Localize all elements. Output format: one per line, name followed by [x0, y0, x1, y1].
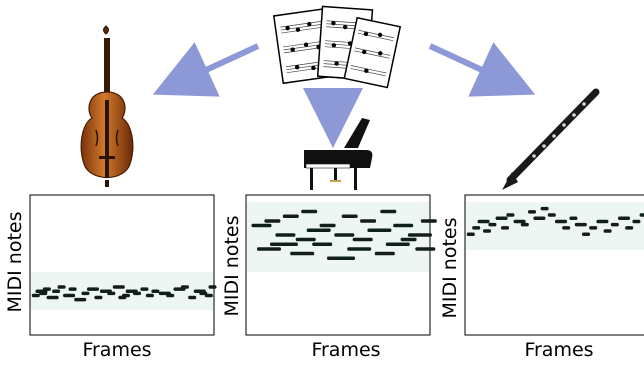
clarinet-note-7 [506, 213, 515, 217]
bass-note-10 [81, 291, 90, 296]
piano-note-19 [374, 251, 395, 256]
bass-note-14 [107, 291, 116, 296]
clarinet-xlabel: Frames [524, 339, 593, 361]
arrow-to-bass [152, 42, 260, 97]
bass-note-9 [74, 297, 87, 302]
bass-note-8 [68, 287, 77, 291]
bass-note-11 [87, 287, 99, 291]
piano-plot-frame [245, 194, 431, 336]
bass-note-15 [112, 285, 125, 289]
piano-note-23 [400, 237, 417, 242]
clarinet-note-15 [562, 226, 571, 230]
bass-note-19 [133, 291, 141, 296]
piano-note-11 [319, 223, 336, 228]
piano-note-26 [420, 219, 437, 223]
piano-note-0 [251, 223, 272, 228]
piano-note-9 [306, 228, 331, 232]
clarinet-note-19 [589, 226, 598, 230]
bass-note-31 [208, 285, 217, 289]
piano-note-6 [290, 251, 315, 256]
bass-active-band [30, 272, 214, 310]
bass-piano-roll [29, 194, 217, 336]
bass-note-17 [122, 293, 130, 298]
clarinet-note-24 [625, 226, 634, 230]
clarinet-note-26 [639, 213, 644, 217]
grand-piano-icon [304, 118, 373, 190]
piano-note-8 [301, 209, 318, 214]
clarinet-plot-frame [464, 194, 644, 336]
piano-note-10 [312, 242, 333, 246]
piano-note-25 [415, 247, 436, 251]
piano-note-4 [275, 233, 296, 237]
piano-xlabel: Frames [311, 339, 380, 361]
bass-note-0 [31, 293, 40, 298]
clarinet-note-22 [610, 222, 619, 227]
piano-note-17 [360, 219, 377, 223]
piano-note-13 [334, 233, 355, 237]
bass-note-26 [180, 285, 189, 289]
clarinet-note-0 [466, 232, 475, 236]
piano-note-24 [407, 233, 432, 237]
sheet-music-icon [272, 5, 402, 89]
clarinet-note-6 [501, 226, 509, 230]
clarinet-note-8 [513, 219, 526, 224]
clarinet-note-5 [495, 216, 508, 220]
piano-note-2 [264, 219, 281, 223]
clarinet-ylabel: MIDI notes [439, 218, 461, 319]
bass-note-20 [140, 287, 149, 291]
clarinet-note-9 [520, 222, 529, 227]
clarinet-note-25 [632, 219, 641, 224]
bass-note-24 [166, 293, 175, 298]
clarinet-note-20 [596, 219, 609, 224]
piano-note-5 [282, 214, 299, 218]
bass-note-27 [188, 295, 197, 300]
piano-note-1 [257, 247, 281, 251]
clarinet-note-11 [533, 216, 546, 220]
piano-note-21 [385, 242, 410, 246]
piano-note-22 [393, 223, 414, 228]
clarinet-piano-roll [464, 194, 644, 336]
clarinet-note-17 [574, 222, 587, 227]
bass-note-5 [52, 289, 61, 293]
clarinet-note-21 [603, 229, 612, 233]
piano-note-14 [341, 214, 358, 218]
bass-xlabel: Frames [82, 339, 151, 361]
piano-note-20 [380, 209, 397, 214]
bass-plot-frame [29, 194, 215, 336]
clarinet-note-4 [488, 222, 497, 227]
piano-note-12 [327, 256, 355, 260]
arrow-to-clarinet [428, 42, 536, 97]
clarinet-note-2 [477, 219, 490, 224]
bass-note-12 [94, 295, 103, 300]
clarinet-note-1 [472, 226, 481, 230]
bass-ylabel: MIDI notes [4, 212, 26, 313]
bass-note-4 [46, 295, 59, 300]
piano-note-15 [347, 247, 372, 251]
clarinet-note-3 [483, 229, 491, 233]
bass-note-2 [39, 291, 48, 296]
piano-note-16 [352, 237, 373, 242]
piano-note-3 [269, 242, 298, 246]
double-bass-icon [80, 25, 134, 187]
bass-note-21 [145, 293, 154, 298]
piano-active-band [246, 202, 430, 272]
piano-note-7 [295, 237, 316, 242]
bass-note-7 [63, 293, 76, 298]
bass-note-3 [42, 287, 51, 291]
bass-note-6 [57, 285, 66, 289]
clarinet-note-13 [547, 213, 556, 217]
piano-ylabel: MIDI notes [221, 216, 243, 317]
clarinet-note-12 [540, 206, 549, 211]
clarinet-note-23 [618, 216, 630, 220]
clarinet-note-16 [569, 216, 578, 220]
bass-note-30 [204, 293, 213, 298]
clarinet-note-14 [555, 219, 567, 224]
clarinet-note-18 [582, 232, 590, 236]
bass-note-22 [151, 289, 160, 293]
clarinet-icon [502, 88, 600, 190]
piano-piano-roll [245, 194, 437, 336]
piano-note-18 [367, 228, 392, 232]
clarinet-note-10 [528, 210, 536, 214]
